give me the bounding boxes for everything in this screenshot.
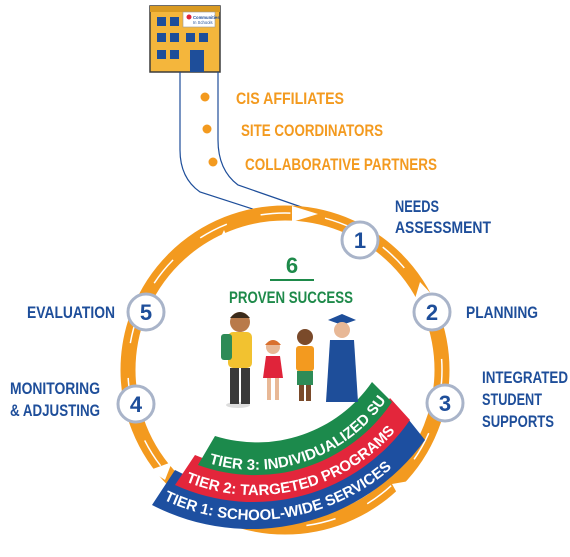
step-4: 4 MONITORING & ADJUSTING bbox=[10, 379, 156, 424]
step-3: 3 INTEGRATED STUDENT SUPPORTS bbox=[425, 368, 568, 431]
step-1-label-line2: ASSESSMENT bbox=[395, 218, 491, 237]
student-girl bbox=[263, 340, 283, 400]
tier2-band bbox=[175, 398, 410, 503]
step-2-number: 2 bbox=[426, 300, 438, 325]
tier-bands: TIER 3: INDIVIDUALIZED SUPPORT TIER 2: T… bbox=[152, 382, 425, 530]
step-4-label-line1: MONITORING bbox=[10, 379, 100, 398]
center-number: 6 bbox=[286, 253, 298, 278]
center-label: PROVEN SUCCESS bbox=[229, 288, 353, 307]
tier1-band bbox=[152, 415, 425, 530]
network-item-affiliates: CIS AFFILIATES bbox=[236, 89, 344, 108]
step-5-number: 5 bbox=[140, 300, 152, 325]
step-2-label: PLANNING bbox=[466, 303, 538, 322]
step-1: 1 NEEDS ASSESSMENT bbox=[340, 197, 491, 260]
bullet-icon bbox=[208, 157, 218, 167]
arrow-left-icon bbox=[150, 462, 172, 480]
bullet-icon bbox=[200, 92, 210, 102]
step-1-label-line1: NEEDS bbox=[395, 197, 439, 216]
student-backpack-person bbox=[221, 312, 252, 408]
network-item-site-coordinators: SITE COORDINATORS bbox=[241, 121, 383, 140]
graduate bbox=[326, 314, 358, 402]
network-list: CIS AFFILIATES SITE COORDINATORS COLLABO… bbox=[200, 89, 437, 174]
step-3-label-line1: INTEGRATED bbox=[482, 368, 568, 387]
school-building-icon: Communities In Schools bbox=[149, 5, 221, 73]
logo-text-line1: Communities bbox=[193, 15, 220, 20]
step-4-label-line2: & ADJUSTING bbox=[10, 401, 100, 420]
bullet-icon bbox=[202, 124, 212, 134]
step-5-label: EVALUATION bbox=[27, 303, 115, 322]
step-3-label-line2: STUDENT bbox=[482, 390, 542, 409]
center-outcome: 6 PROVEN SUCCESS bbox=[229, 253, 353, 307]
step-2: 2 PLANNING bbox=[412, 292, 538, 332]
network-item-collaborative-partners: COLLABORATIVE PARTNERS bbox=[245, 155, 437, 174]
connector-lines bbox=[179, 72, 311, 213]
arrow-right-icon bbox=[292, 206, 318, 222]
student-boy bbox=[296, 329, 314, 401]
students-illustration bbox=[221, 312, 358, 408]
arrow-up-icon bbox=[215, 230, 232, 250]
tier3-band bbox=[198, 382, 392, 476]
logo-text-line2: In Schools bbox=[193, 20, 213, 25]
step-3-label-line3: SUPPORTS bbox=[482, 412, 554, 431]
step-5: 5 EVALUATION bbox=[27, 292, 166, 332]
step-1-number: 1 bbox=[354, 228, 366, 253]
step-4-number: 4 bbox=[130, 392, 143, 417]
arrow-down-left-icon bbox=[392, 480, 415, 502]
step-3-number: 3 bbox=[439, 391, 451, 416]
